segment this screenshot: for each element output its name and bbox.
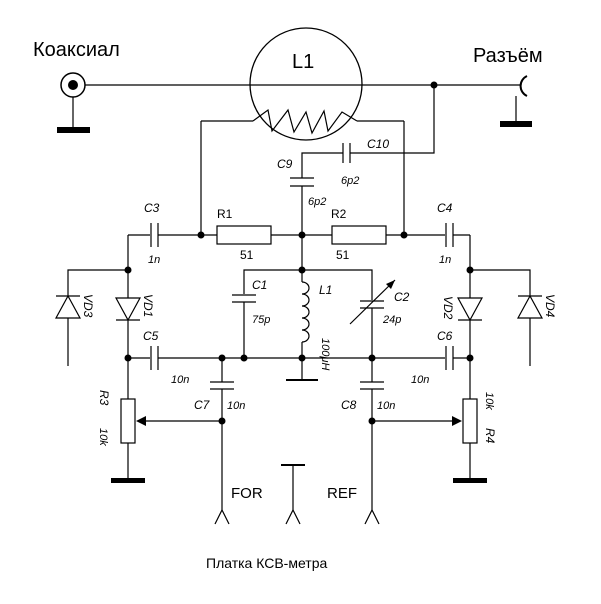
ground-icon	[111, 478, 145, 483]
variable-capacitor-C2	[349, 279, 396, 325]
capacitor-C4	[445, 220, 454, 250]
diode-VD2	[456, 297, 484, 322]
capacitor-C8	[360, 358, 384, 510]
C8-value: 10n	[377, 400, 395, 412]
inductor-L1	[286, 270, 318, 381]
C3-name: C3	[144, 201, 160, 215]
diode-VD1	[114, 297, 142, 322]
VD3-name: VD3	[81, 294, 95, 318]
C5-name: C5	[143, 329, 159, 343]
R4-value: 10k	[483, 392, 495, 410]
capacitor-C7	[210, 358, 234, 510]
C7-value: 10n	[227, 400, 245, 412]
VD1-name: VD1	[141, 294, 155, 317]
capacitor-C5	[150, 343, 159, 373]
connector-label: Разъём	[473, 45, 543, 67]
capacitor-C9	[290, 177, 314, 270]
C7-name: C7	[194, 398, 211, 412]
C9-value: 6p2	[308, 196, 326, 208]
R3-name: R3	[97, 390, 111, 406]
C10-value: 6p2	[341, 175, 359, 187]
caption: Платка КСВ-метра	[206, 555, 327, 571]
C6-name: C6	[437, 329, 453, 343]
C5-value: 10n	[171, 374, 189, 386]
toroid-transformer-L1	[201, 27, 404, 141]
R1-value: 51	[240, 248, 254, 262]
C9-name: C9	[277, 157, 293, 171]
VD2-name: VD2	[441, 296, 455, 320]
output-connector-icon	[500, 75, 532, 127]
C3-value: 1n	[148, 254, 160, 266]
capacitor-C1	[230, 294, 258, 303]
C4-value: 1n	[439, 254, 451, 266]
C8-name: C8	[341, 398, 357, 412]
diode-VD3	[54, 269, 128, 366]
ref-label: REF	[327, 485, 357, 502]
potentiometer-R3	[111, 398, 222, 483]
output-ground	[281, 464, 305, 525]
L1-name: L1	[319, 283, 332, 297]
capacitor-C3	[150, 220, 159, 250]
wire	[243, 269, 373, 358]
resistor-R2	[331, 225, 387, 245]
R1-name: R1	[217, 207, 233, 221]
C10-name: C10	[367, 137, 389, 151]
C1-name: C1	[252, 278, 267, 292]
potentiometer-R4	[372, 398, 487, 483]
C4-name: C4	[437, 201, 453, 215]
capacitor-C10	[301, 81, 438, 178]
R3-value: 10k	[97, 428, 109, 446]
coax-label: Коаксиал	[33, 39, 120, 61]
output-FOR	[214, 508, 230, 525]
C2-value: 24p	[382, 314, 401, 326]
L1-value: 100μH	[319, 338, 331, 370]
C6-value: 10n	[411, 374, 429, 386]
C1-value: 75p	[252, 314, 270, 326]
toroid-label: L1	[292, 51, 314, 73]
coax-connector-icon	[57, 72, 90, 133]
VD4-name: VD4	[543, 294, 557, 318]
for-label: FOR	[231, 485, 263, 502]
C2-name: C2	[394, 290, 410, 304]
R2-name: R2	[331, 207, 347, 221]
R2-value: 51	[336, 248, 350, 262]
resistor-R1	[216, 225, 272, 245]
R4-name: R4	[483, 428, 497, 444]
capacitor-C6	[445, 343, 454, 373]
diode-VD4	[470, 269, 544, 366]
output-REF	[364, 508, 380, 525]
ground-icon	[453, 478, 487, 483]
